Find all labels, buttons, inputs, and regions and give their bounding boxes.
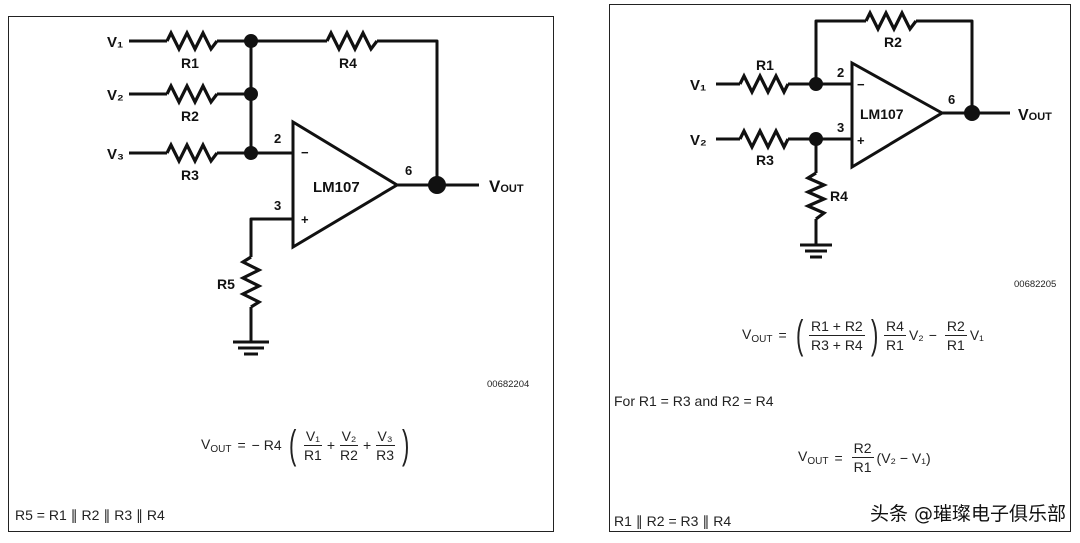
pin-2-label: 2: [274, 131, 281, 146]
difference-amplifier-panel: V₁ V₂ R1 R2 R3 R4 LM107 2 3 6 − + VOUT 0…: [609, 4, 1071, 532]
inverting-input-sign: −: [857, 77, 865, 92]
opamp-triangle: [291, 119, 400, 250]
inverting-input-sign: −: [301, 145, 309, 160]
resistor-r3: [165, 141, 219, 165]
resistor-r2-label: R2: [181, 108, 199, 124]
plus-sign: +: [326, 437, 336, 453]
resistor-r1-label: R1: [181, 55, 199, 71]
equals-sign: =: [778, 327, 787, 343]
resistor-r4-label: R4: [339, 55, 357, 71]
difference-amplifier-schematic: V₁ V₂ R1 R2 R3 R4 LM107 2 3 6 − + VOUT: [690, 9, 1052, 259]
input-v2-label: V₂: [107, 87, 124, 104]
ground-symbol: [800, 243, 832, 259]
v1-term: V₁: [969, 327, 984, 343]
footnote-parallel: R5 = R1 ∥ R2 ∥ R3 ∥ R4: [15, 507, 165, 523]
resistor-r4: [804, 171, 828, 221]
wire-v1-r4: [129, 39, 439, 185]
resistor-r5: [239, 255, 263, 309]
figure-code: 00682205: [1014, 279, 1057, 290]
plus-sign: +: [362, 437, 372, 453]
input-v1-label: V₁: [690, 77, 706, 94]
vout-symbol: VOUT: [201, 435, 232, 455]
opamp-triangle: [850, 60, 945, 170]
resistor-r4-label: R4: [830, 188, 848, 204]
watermark-text: 头条 @璀璨电子俱乐部: [869, 503, 1066, 525]
resistor-r1: [738, 72, 790, 96]
resistor-r2: [165, 82, 219, 106]
resistor-r5-label: R5: [217, 276, 235, 292]
condition-text: For R1 = R3 and R2 = R4: [614, 393, 774, 409]
wire-feedback: [814, 19, 974, 113]
junction-dot: [809, 132, 823, 146]
resistor-r1: [165, 29, 219, 53]
resistor-r3: [738, 127, 790, 151]
resistor-r4: [325, 29, 379, 53]
minus-sign: −: [928, 327, 937, 343]
output-junction-dot: [964, 105, 980, 121]
pin-6-label: 6: [948, 92, 955, 107]
v2-term: V₂: [908, 327, 924, 343]
pin-3-label: 3: [274, 198, 281, 213]
gain-coefficient: − R4: [251, 437, 282, 453]
junction-dot: [809, 77, 823, 91]
output-junction-dot: [428, 176, 446, 194]
output-label: VOUT: [489, 177, 524, 196]
input-v2-label: V₂: [690, 132, 707, 149]
pin-2-label: 2: [837, 65, 844, 80]
summing-amplifier-panel: V₁ V₂ V₃ R1 R2 R3 R4 R5 LM107 2 3 6 − + …: [8, 16, 554, 532]
noninverting-input-sign: +: [301, 212, 309, 227]
input-v3-label: V₃: [107, 146, 124, 163]
junction-dot: [244, 34, 258, 48]
junction-dot: [244, 146, 258, 160]
pin-6-label: 6: [405, 163, 412, 178]
figure-code: 00682204: [487, 379, 530, 390]
resistor-r3-label: R3: [181, 167, 199, 183]
resistor-r2: [864, 9, 918, 33]
voltage-difference: (V₂ − V₁): [876, 449, 931, 466]
ground-symbol: [233, 340, 269, 356]
noninverting-input-sign: +: [857, 133, 865, 148]
opamp-label: LM107: [313, 179, 360, 196]
input-v1-label: V₁: [107, 34, 123, 51]
pin-3-label: 3: [837, 120, 844, 135]
vout-symbol: VOUT: [742, 325, 773, 345]
footnote-parallel: R1 ∥ R2 = R3 ∥ R4: [614, 513, 732, 529]
output-label: VOUT: [1018, 107, 1052, 124]
junction-dot: [244, 87, 258, 101]
summing-amplifier-schematic: V₁ V₂ V₃ R1 R2 R3 R4 R5 LM107 2 3 6 − + …: [107, 29, 524, 356]
vout-symbol: VOUT: [798, 448, 829, 467]
resistor-r2-label: R2: [884, 34, 902, 50]
resistor-r3-label: R3: [756, 152, 774, 168]
wire-r5: [249, 217, 293, 342]
equals-sign: =: [834, 449, 843, 466]
resistor-r1-label: R1: [756, 57, 774, 73]
opamp-label: LM107: [860, 106, 904, 122]
equals-sign: =: [237, 437, 246, 453]
